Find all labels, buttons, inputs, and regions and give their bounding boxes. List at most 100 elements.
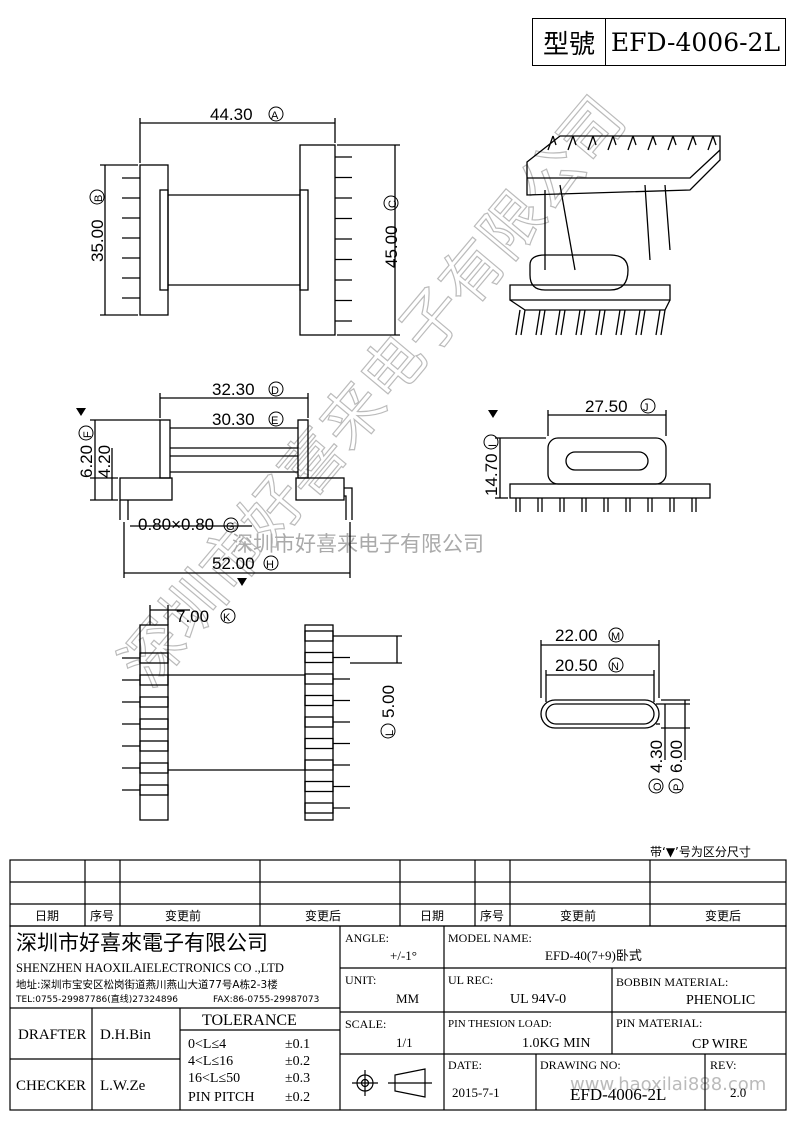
scale-value: 1/1: [396, 1035, 413, 1050]
pin-line: [580, 309, 586, 336]
dim-g-value: 0.80×0.80: [138, 515, 214, 534]
company-address: 地址:深圳市宝安区松岗街道燕川燕山大道77号A栋2-3楼: [16, 978, 278, 991]
pin-segment: [139, 762, 169, 774]
dim-c: 45.00C: [382, 195, 401, 268]
dim-d-value: 32.30: [212, 380, 255, 399]
dim-m-letter: M: [611, 631, 620, 643]
dim-m-value: 22.00: [555, 626, 598, 645]
marker-triangles: [76, 408, 498, 586]
tol-value-3: ±0.3: [285, 1071, 310, 1086]
rev-header-after-2: 变更后: [705, 908, 741, 923]
pin-line: [547, 135, 554, 151]
dim-l-letter: L: [384, 730, 396, 736]
pin-line: [600, 309, 606, 336]
tol-range-4: PIN PITCH: [188, 1090, 255, 1105]
title-block-grid: [9, 925, 787, 1111]
bobbin-material-value: PHENOLIC: [686, 993, 755, 1008]
pin-segment: [139, 652, 169, 664]
pin-line: [712, 135, 717, 146]
pin-segment: [304, 802, 334, 814]
dim-42-value: 4.20: [95, 445, 114, 478]
marker-i: [488, 410, 498, 418]
dim-d-letter: D: [271, 385, 279, 397]
pin-segment: [304, 737, 334, 750]
checker-value: L.W.Ze: [100, 1078, 146, 1094]
dim-l: 5.00L: [379, 685, 398, 739]
pin-segment: [304, 651, 334, 664]
dim-e-letter: E: [271, 415, 278, 427]
pin-segment: [304, 630, 334, 642]
dim-b: 35.00B: [88, 189, 107, 262]
dim-c-letter: C: [387, 200, 399, 208]
dim-n-letter: N: [611, 661, 619, 673]
outline-lines: [90, 118, 721, 821]
dim-b-value: 35.00: [88, 219, 107, 262]
dim-j-value: 27.50: [585, 397, 628, 416]
pin-segment: [304, 694, 334, 707]
tol-range-3: 16<L≤50: [188, 1071, 240, 1086]
dim-g: 0.80×0.80 G: [138, 515, 239, 534]
pin-segment: [139, 674, 169, 686]
tolerance-label: TOLERANCE: [202, 1012, 297, 1029]
company-name-cn: 深圳市好喜來電子有限公司: [16, 931, 268, 955]
pin-line: [560, 309, 566, 336]
pin-line: [672, 135, 677, 146]
rev-header-date-2: 日期: [420, 909, 444, 923]
pin-line: [707, 135, 714, 151]
pin-segment: [304, 716, 334, 728]
date-value: 2015-7-1: [452, 1085, 500, 1100]
ul-value: UL 94V-0: [510, 992, 566, 1007]
dim-p: 6.00P: [667, 740, 686, 794]
pin-load-label: PIN THESION LOAD:: [448, 1018, 552, 1030]
pin-load-value: 1.0KG MIN: [522, 1036, 590, 1051]
bobbin-material-label: BOBBIN MATERIAL:: [616, 975, 728, 989]
pin-line: [667, 135, 674, 151]
marker-h: [237, 578, 247, 586]
watermark-center: 深圳市好喜来电子有限公司: [232, 532, 484, 556]
rev-label: REV:: [710, 1058, 736, 1072]
tol-value-4: ±0.2: [285, 1090, 310, 1105]
dim-f-value: 6.20: [77, 445, 96, 478]
pin-segment: [304, 780, 334, 793]
scale-label: SCALE:: [345, 1017, 386, 1031]
pin-line: [595, 309, 601, 336]
pin-line: [552, 135, 557, 146]
dim-l-value: 5.00: [379, 685, 398, 718]
pin-line: [627, 135, 634, 151]
model-number: EFD-4006-2L: [610, 27, 781, 57]
dim-k-value: 7.00: [176, 607, 209, 626]
pin-line: [555, 309, 561, 336]
marker-f: [76, 408, 86, 416]
dim-o-value: 4.30: [647, 740, 666, 773]
revision-table-grid: [9, 859, 787, 927]
title-block: 型號 EFD-4006-2L: [532, 18, 786, 66]
dim-g-letter: G: [226, 521, 235, 533]
drafter-label: DRAFTER: [18, 1027, 86, 1043]
rev-header-no-2: 序号: [480, 908, 504, 923]
pin-line: [632, 135, 637, 146]
dim-d: 32.30 D: [212, 380, 284, 399]
pin-line: [587, 135, 594, 151]
dim-h-value: 52.00: [212, 554, 255, 573]
tol-value-2: ±0.2: [285, 1054, 310, 1069]
checker-label: CHECKER: [16, 1078, 86, 1094]
dim-h-letter: H: [266, 559, 274, 571]
dim-f: 6.20F: [77, 425, 96, 478]
pin-line: [652, 135, 657, 146]
pin-segment: [139, 784, 169, 796]
rev-header-before-2: 变更前: [560, 908, 596, 923]
pin-segment: [304, 759, 334, 771]
model-name-value: EFD-40(7+9)卧式: [545, 948, 642, 963]
pin-material-label: PIN MATERIAL:: [616, 1016, 702, 1030]
rev-header-date-1: 日期: [35, 909, 59, 923]
note-marker-text: 带‘▼’号为区分尺寸: [650, 845, 751, 859]
projection-symbol-icon: [352, 1068, 432, 1098]
dim-p-letter: P: [672, 784, 684, 791]
drafter-value: D.H.Bin: [100, 1027, 151, 1043]
dim-j-letter: J: [643, 402, 649, 414]
